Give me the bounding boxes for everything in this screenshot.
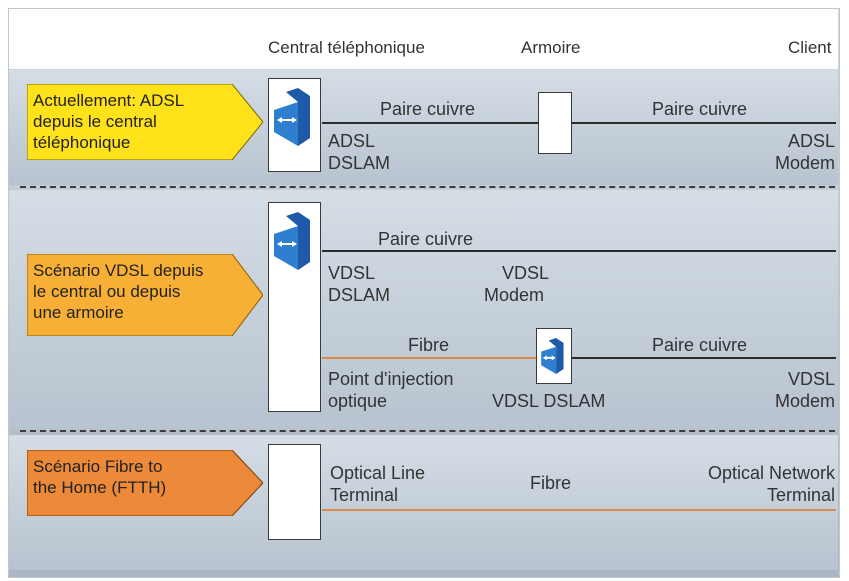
adsl-copper-line-1: [322, 122, 538, 124]
dslam-icon: [274, 212, 310, 270]
vdsl-dslam-line-2: DSLAM: [328, 285, 391, 305]
ont-line-1: Optical Network: [707, 463, 835, 483]
adsl-modem-line-1: ADSL: [787, 131, 835, 151]
vdsl-dslam-line-1: VDSL: [328, 263, 376, 283]
separator-1: [20, 186, 835, 188]
vdsl-fibre-line: [322, 357, 536, 359]
vdsl-link-2-label: Fibre: [408, 335, 450, 355]
dslam-icon: [274, 88, 310, 146]
scenario-adsl-line-2: depuis le central: [33, 112, 157, 131]
central-box-ftth: [268, 444, 321, 540]
adsl-copper-line-2: [572, 122, 836, 124]
olt-line-1: Optical Line: [330, 463, 426, 483]
scenario-vdsl-label: Scénario VDSL depuis le central ou depui…: [27, 254, 263, 336]
separator-2: [20, 430, 835, 432]
olt-line-2: Terminal: [330, 485, 399, 505]
scenario-vdsl-line-2: le central ou depuis: [33, 282, 181, 301]
scenario-adsl-label: Actuellement: ADSL depuis le central tél…: [27, 84, 263, 160]
vdsl-modem-line-2: Modem: [484, 285, 545, 305]
ftth-fibre-line: [322, 509, 836, 511]
vdsl-link-1-label: Paire cuivre: [378, 229, 474, 249]
adsl-link-1-label: Paire cuivre: [380, 99, 476, 119]
vdsl-client-line-2: Modem: [774, 391, 835, 411]
column-armoire: Armoire: [521, 38, 581, 57]
dslam-icon: [541, 338, 564, 374]
header-band: [9, 9, 838, 69]
vdsl-client-line-1: VDSL: [787, 369, 835, 389]
column-client: Client: [788, 38, 832, 57]
scenario-vdsl-line-1: Scénario VDSL depuis: [33, 261, 204, 280]
adsl-link-2-label: Paire cuivre: [652, 99, 748, 119]
scenario-vdsl-line-3: une armoire: [33, 303, 124, 322]
ont-line-2: Terminal: [766, 485, 835, 505]
adsl-dslam-line-1: ADSL: [328, 131, 376, 151]
scenario-ftth-line-1: Scénario Fibre to: [33, 457, 163, 476]
vdsl-copper-line-cabinet: [572, 357, 836, 359]
injection-line-2: optique: [328, 391, 388, 411]
adsl-modem-line-2: Modem: [774, 153, 835, 173]
column-central: Central téléphonique: [268, 38, 425, 57]
cabinet-dslam-label: VDSL DSLAM: [492, 391, 606, 411]
ftth-link-label: Fibre: [530, 473, 572, 493]
scenario-adsl-line-3: téléphonique: [33, 133, 131, 152]
vdsl-modem-line-1: VDSL: [502, 263, 550, 283]
cabinet-box-adsl: [538, 92, 572, 154]
scenario-ftth-label: Scénario Fibre to the Home (FTTH): [27, 450, 263, 516]
adsl-dslam-line-2: DSLAM: [328, 153, 391, 173]
vdsl-copper-line-central: [322, 250, 836, 252]
injection-line-1: Point d'injection: [328, 369, 454, 389]
scenario-ftth-line-2: the Home (FTTH): [33, 478, 167, 497]
scenario-adsl-line-1: Actuellement: ADSL: [33, 91, 185, 110]
vdsl-link-3-label: Paire cuivre: [652, 335, 748, 355]
